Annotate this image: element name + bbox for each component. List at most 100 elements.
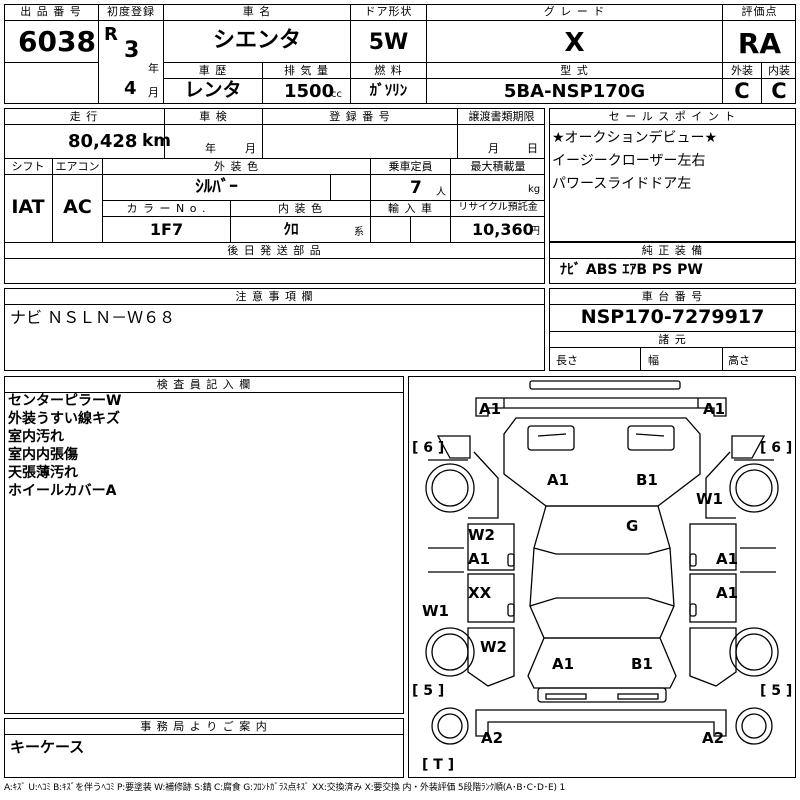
score: RA — [737, 27, 782, 60]
car-diagram-panel — [408, 376, 796, 778]
reg-month: 4 — [124, 78, 137, 99]
chassis-panel — [549, 288, 796, 371]
office-note: キーケース — [10, 738, 85, 756]
mark-front-right: A1 — [703, 400, 726, 418]
inspection-label: 車 検 — [199, 110, 228, 123]
mark-right-door2: A1 — [716, 584, 739, 602]
door-label: ドア形状 — [364, 5, 413, 18]
history: レンタ — [184, 79, 242, 101]
notes-panel — [4, 288, 545, 371]
mark-right-door1: A1 — [716, 550, 739, 568]
mark-rear-wheel-left: W1 — [422, 602, 449, 620]
color-no-label: カ ラ ー N o . — [126, 202, 207, 215]
mileage: 80,428 — [68, 131, 138, 152]
sales-points-label: セ ー ル ス ポ イ ン ト — [608, 110, 737, 123]
inspection-month-unit: 月 — [245, 142, 256, 155]
ac: AC — [63, 196, 92, 218]
shift: IAT — [11, 196, 45, 218]
mileage-label: 走 行 — [69, 110, 99, 123]
ext-grade: C — [734, 79, 750, 103]
color-no: 1F7 — [149, 220, 184, 239]
recycle: 10,360 — [472, 220, 534, 239]
interior: ｸﾛ — [283, 220, 299, 238]
capacity-label: 乗車定員 — [388, 160, 433, 173]
fuel-label: 燃 料 — [374, 64, 403, 77]
tire-front-right: [ 6 ] — [760, 440, 793, 456]
equipment-panel — [549, 242, 796, 284]
mark-left-door2: XX — [468, 584, 492, 602]
sales-point-line: パワースライドドア左 — [552, 176, 692, 192]
equipment-label: 純 正 装 備 — [641, 244, 704, 257]
mark-left-rear: W2 — [480, 638, 507, 656]
length-label: 長さ — [556, 354, 578, 367]
fuel: ｶﾞｿﾘﾝ — [369, 81, 408, 99]
chassis-number: NSP170-7279917 — [580, 306, 765, 328]
load-unit: kg — [528, 184, 541, 195]
inspector-line: 外装うすい線キズ — [8, 411, 120, 427]
lot-no-label: 出 品 番 号 — [20, 5, 82, 18]
reg-year: 3 — [124, 38, 140, 63]
mark-rear-left: A2 — [481, 729, 504, 747]
mark-trunk-right: B1 — [631, 655, 653, 673]
interior-unit: 系 — [354, 227, 364, 238]
chassis-label: 車 台 番 号 — [641, 290, 704, 303]
inspection-year-unit: 年 — [205, 142, 216, 155]
mark-front-left: A1 — [479, 400, 502, 418]
mark-hood-right: B1 — [636, 471, 658, 489]
height-label: 高さ — [728, 354, 750, 367]
reg-era: R — [104, 24, 118, 45]
ac-label: エアコン — [55, 160, 100, 173]
reg-year-unit: 年 — [148, 62, 159, 75]
model-label: 型 式 — [560, 64, 589, 77]
inspector-line: 室内内張傷 — [8, 447, 78, 463]
import-label: 輸 入 車 — [388, 202, 433, 215]
tire-rear-right: [ 5 ] — [760, 683, 793, 699]
mark-left-door1-top: W2 — [468, 526, 495, 544]
equipment: ﾅﾋﾞ ABS ｴｱB PS PW — [560, 262, 703, 278]
mark-front-wheel-right: W1 — [696, 490, 723, 508]
model: 5BA-NSP170G — [503, 81, 646, 102]
capacity-unit: 人 — [436, 187, 446, 198]
inspector-line: 室内汚れ — [8, 429, 64, 445]
car-diagram — [425, 380, 779, 745]
mark-roof: G — [626, 517, 639, 535]
office-panel — [4, 718, 404, 778]
color-label: 外 装 色 — [214, 160, 259, 173]
sales-point-line: ★オークションデビュー★ — [552, 130, 718, 146]
width-label: 幅 — [648, 354, 659, 367]
displacement-label: 排 気 量 — [284, 64, 329, 77]
reg-label: 初度登録 — [107, 5, 155, 18]
interior-label: 内 装 色 — [278, 202, 323, 215]
door: 5W — [368, 30, 409, 55]
mileage-unit: km — [142, 131, 172, 151]
inspector-line: ホイールカバーA — [8, 483, 117, 499]
score-label: 評価点 — [741, 5, 778, 18]
ext-grade-label: 外装 — [731, 64, 753, 77]
grade: X — [564, 28, 585, 58]
office-label: 事 務 局 よ り ご 案 内 — [140, 720, 268, 733]
vehicle-info-panel — [4, 108, 545, 284]
dims-label: 諸 元 — [658, 333, 687, 346]
sales-points-panel — [549, 108, 796, 242]
mark-rear-right: A2 — [702, 729, 725, 747]
history-label: 車 歴 — [198, 64, 228, 77]
legend: A:ｷｽﾞ U:ﾍｺﾐ B:ｷｽﾞを伴うﾍｺﾐ P:要塗装 W:補修跡 S:錆 … — [4, 783, 565, 793]
lot-no: 6038 — [18, 25, 96, 58]
tire-front-left: [ 6 ] — [412, 440, 445, 456]
load-label: 最大積載量 — [470, 160, 526, 173]
mark-trunk-left: A1 — [552, 655, 575, 673]
displacement: 1500 — [284, 81, 335, 102]
transfer-label: 譲渡書類期限 — [468, 110, 535, 123]
recycle-label: リサイクル預託金 — [458, 202, 538, 213]
transfer-month-unit: 月 — [488, 142, 499, 155]
sales-point-line: イージークローザー左右 — [552, 153, 706, 169]
mark-hood-left: A1 — [547, 471, 570, 489]
inspector-line: センターピラーW — [8, 393, 122, 409]
inspector-label: 検 査 員 記 入 欄 — [156, 378, 252, 391]
displacement-unit: cc — [331, 89, 342, 100]
later-parts-label: 後 日 発 送 部 品 — [227, 244, 322, 257]
inspector-panel — [4, 376, 404, 714]
transfer-day-unit: 日 — [527, 142, 538, 155]
plate-label: 登 録 番 号 — [329, 110, 391, 123]
grade-label: グ レ ー ド — [543, 5, 606, 18]
